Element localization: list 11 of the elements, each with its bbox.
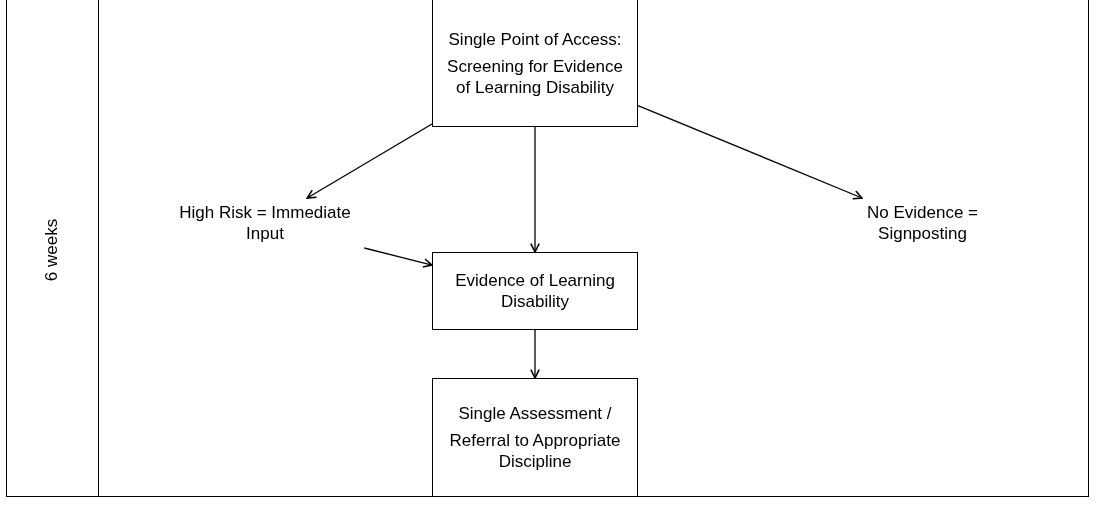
outcome-text: High Risk = Immediate Input xyxy=(160,198,370,248)
duration-label: 6 weeks xyxy=(42,218,62,282)
arrow xyxy=(530,329,540,379)
process-box: Single Point of Access: Screening for Evidence of Learning Disability xyxy=(432,0,638,127)
arrow xyxy=(530,126,540,253)
process-box: Evidence of Learning Disability xyxy=(432,252,638,330)
process-box: Single Assessment / Referral to Appropriate Discipline xyxy=(432,378,638,497)
arrow xyxy=(306,123,433,199)
outcome-text: No Evidence = Signposting xyxy=(840,198,1005,248)
arrow xyxy=(363,247,433,268)
arrow xyxy=(637,104,863,200)
